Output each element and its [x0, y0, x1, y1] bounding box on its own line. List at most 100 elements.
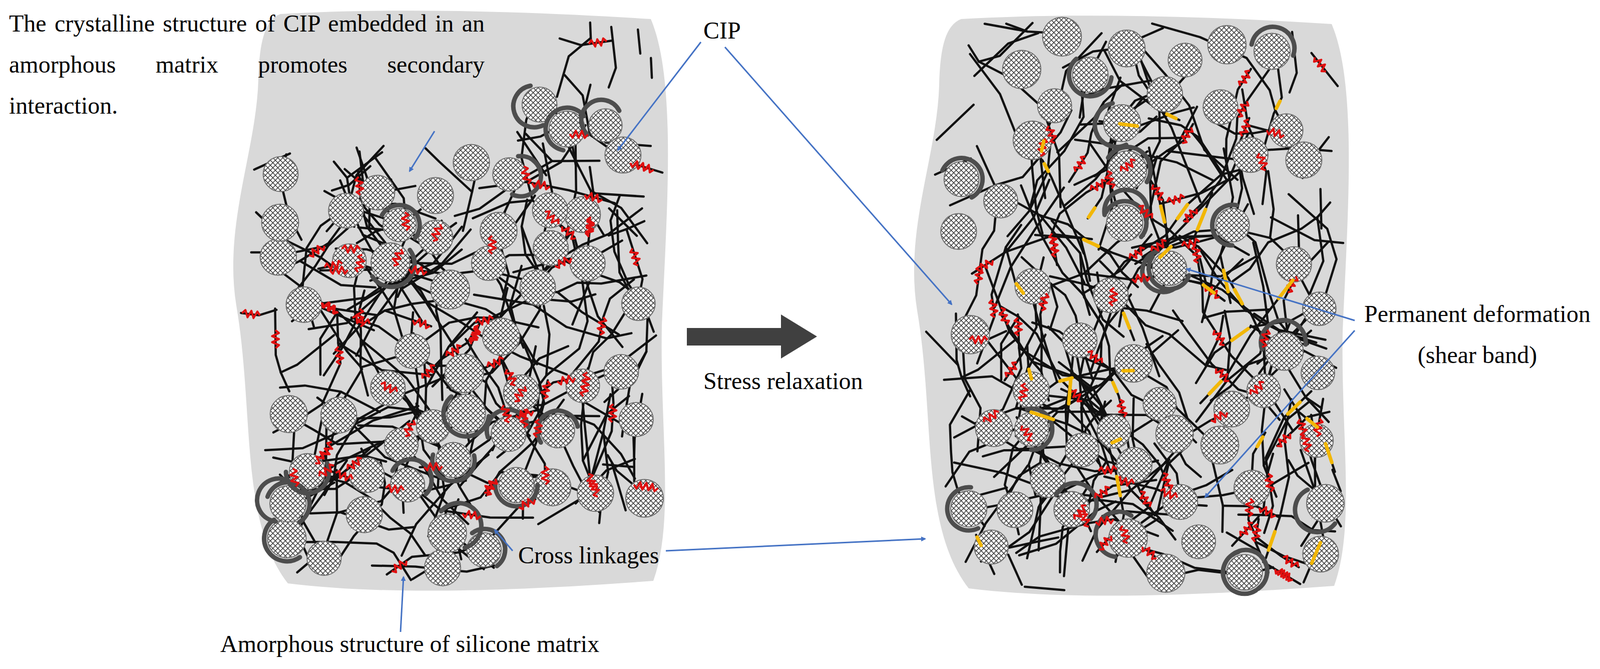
cip-particle [997, 491, 1033, 528]
cross-link [1314, 57, 1327, 72]
cip-particle [1226, 554, 1263, 590]
cross-link [630, 248, 640, 266]
cross-link [1039, 293, 1049, 311]
cross-link [581, 372, 590, 391]
cross-link [505, 369, 517, 386]
secondary-interaction-arc [1251, 27, 1295, 57]
cross-link [1119, 525, 1129, 544]
shear-band-mark [1307, 418, 1318, 428]
cross-link [1129, 247, 1145, 259]
cross-link [385, 484, 405, 493]
cross-link [1283, 555, 1299, 567]
shear-band-mark [1232, 328, 1249, 341]
cip-particle [1042, 17, 1082, 57]
cross-link [1238, 101, 1249, 117]
cip-group [940, 17, 1345, 592]
cross-link [1250, 381, 1265, 394]
cip-particle [1093, 277, 1129, 313]
cross-link [1019, 383, 1028, 402]
cip-particle [260, 238, 297, 275]
polymer-chain [1166, 151, 1235, 160]
cross-link [569, 130, 588, 139]
cip-particle [1302, 536, 1339, 572]
polymer-chain [604, 351, 647, 402]
composite-structure [926, 17, 1345, 594]
cip-particle [1167, 43, 1203, 78]
cross-link [533, 419, 542, 438]
cip-particle [1216, 208, 1250, 242]
cross-link [308, 245, 325, 257]
shear-band-mark [1234, 289, 1243, 304]
polymer-chain [936, 104, 974, 140]
cip-particle [328, 193, 364, 229]
callout-label: Amorphous structure of silicone matrix [220, 623, 600, 665]
cross-link [977, 260, 993, 272]
cross-link [1095, 516, 1114, 526]
cross-link [1192, 244, 1202, 263]
polymer-chain [543, 305, 550, 376]
shear-band-mark [1031, 412, 1054, 420]
cip-particle [445, 353, 484, 393]
cip-particle [359, 175, 395, 210]
polymer-chain [568, 134, 663, 173]
cross-link [1138, 205, 1152, 219]
secondary-interaction-arc [472, 528, 506, 566]
cip-particle [261, 204, 299, 242]
cross-link [587, 473, 598, 491]
cip-particle [1203, 89, 1238, 125]
cip-particle [418, 220, 454, 255]
cross-link [1109, 287, 1117, 306]
polymer-chain [1311, 53, 1339, 87]
callout-label: Cross linkages [518, 534, 659, 576]
shear-band-mark [1112, 439, 1121, 443]
polymer-chain [1024, 586, 1065, 591]
polymer-chain [1271, 217, 1344, 243]
cip-particle [1108, 30, 1146, 68]
cip-particle [540, 414, 575, 448]
shear-band-mark [1166, 114, 1176, 119]
cip-particle [944, 161, 980, 197]
cross-link [1050, 239, 1059, 258]
cross-link [1183, 208, 1197, 222]
cross-link [1046, 125, 1056, 143]
shear-band-mark [1083, 239, 1099, 247]
cip-particle [424, 549, 461, 586]
polymer-chain [637, 29, 641, 54]
polymer-chain [386, 499, 536, 575]
cip-particle [492, 157, 526, 191]
polymer-chain [1159, 179, 1229, 204]
cross-link [1181, 127, 1193, 144]
cross-link [1266, 128, 1285, 138]
cip-particle [370, 370, 406, 406]
cip-particle [1162, 484, 1198, 520]
cross-link [1265, 473, 1275, 492]
shear-band-mark [1276, 101, 1281, 109]
cross-link [597, 316, 607, 335]
cross-link [1239, 70, 1251, 86]
cip-particle [1152, 251, 1187, 286]
cross-link [1252, 523, 1261, 542]
secondary-interaction-arc [512, 156, 542, 197]
cip-particle [498, 467, 534, 503]
cross-link [1105, 171, 1115, 189]
cross-link [422, 365, 436, 379]
cip-particle [1265, 332, 1304, 371]
cip-particle [983, 183, 1018, 218]
cross-link [1090, 179, 1106, 191]
cip-particle [1247, 373, 1281, 408]
cip-particle [1097, 414, 1131, 449]
shear-band-mark [1119, 123, 1138, 126]
polymer-chain [1008, 554, 1022, 585]
cip-particle [370, 242, 411, 282]
cross-link [1151, 239, 1167, 251]
cross-link [639, 483, 658, 492]
cross-link [521, 166, 531, 184]
polymer-chain [1268, 171, 1274, 238]
polymer-chain [1297, 411, 1335, 472]
cross-link [999, 307, 1009, 325]
cross-link [486, 479, 498, 495]
cross-link [1151, 184, 1163, 200]
shear-band-mark [1325, 443, 1333, 463]
polymer-chain [1149, 179, 1168, 245]
shear-band-mark [1068, 379, 1071, 404]
